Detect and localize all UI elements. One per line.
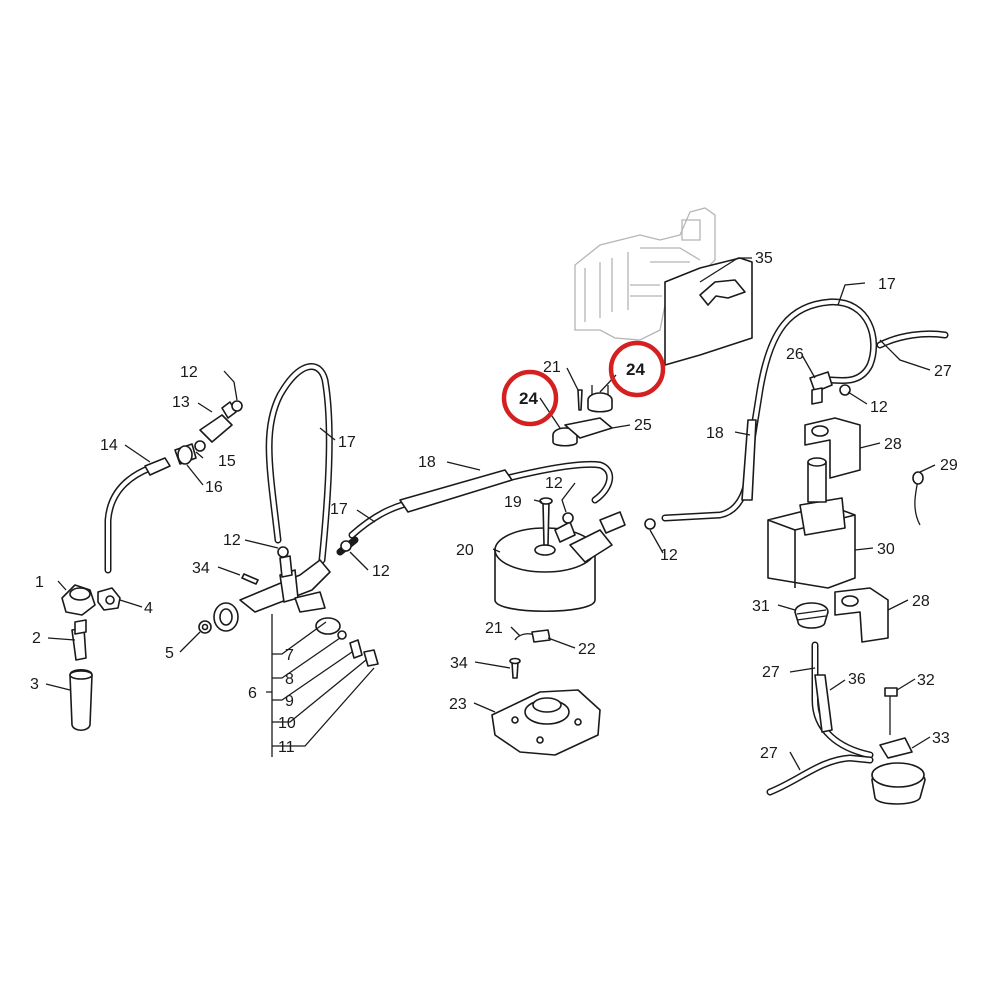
tube-27-top xyxy=(876,330,949,349)
part-16-fitting xyxy=(174,443,197,465)
part-5-washer xyxy=(198,620,212,634)
callout-31: 31 xyxy=(752,598,770,615)
callout-12-boiler-a: 12 xyxy=(545,475,563,492)
part-34-screw-center xyxy=(509,657,521,679)
callout-22: 22 xyxy=(578,641,596,658)
callout-labels: 1 2 3 4 5 6 7 8 9 10 11 12 12 12 12 12 1… xyxy=(30,250,958,762)
part-26-elbow xyxy=(809,371,833,405)
callout-19: 19 xyxy=(504,494,522,511)
part-1-nozzle-knob xyxy=(61,584,96,616)
callout-4: 4 xyxy=(144,600,153,617)
callout-18-center: 18 xyxy=(418,454,436,471)
callout-34-center: 34 xyxy=(450,655,468,672)
callout-24-left: 24 xyxy=(519,389,538,408)
part-24-thermostat-b xyxy=(587,385,613,413)
part-steam-valve-body xyxy=(213,555,331,632)
part-20-boiler xyxy=(494,511,626,613)
tube-14 xyxy=(104,464,154,574)
part-12-oring-boiler-a xyxy=(562,512,574,524)
callout-11: 11 xyxy=(278,739,295,756)
callout-36: 36 xyxy=(848,671,866,688)
tube-18-right xyxy=(661,298,878,522)
callout-27-mid: 27 xyxy=(762,664,780,681)
part-12-oring-right xyxy=(839,384,851,396)
part-29-cable xyxy=(912,471,924,526)
part-12-oring-valve xyxy=(277,546,289,558)
callout-12-boiler-b: 12 xyxy=(660,547,678,564)
callout-28-top: 28 xyxy=(884,436,902,453)
callout-23: 23 xyxy=(449,696,467,713)
part-13-valve-fitting xyxy=(199,401,237,443)
callout-2: 2 xyxy=(32,630,41,647)
callout-7: 7 xyxy=(285,647,294,664)
part-14-hose-end xyxy=(144,457,171,476)
part-6-valve-kit xyxy=(315,617,379,667)
part-12-oring-top-left xyxy=(231,400,243,412)
callout-10: 10 xyxy=(278,715,296,732)
callout-17-left: 17 xyxy=(338,434,356,451)
callout-30: 30 xyxy=(877,541,895,558)
callout-33: 33 xyxy=(932,730,950,747)
tube-18-center xyxy=(348,460,613,539)
callout-8: 8 xyxy=(285,671,294,688)
callout-21-bottom: 21 xyxy=(485,620,503,637)
part-35-shield-plate xyxy=(664,257,753,366)
part-31-spring xyxy=(794,602,829,629)
highlight-circle-24-right xyxy=(608,340,666,398)
callout-12-mid: 12 xyxy=(372,563,390,580)
part-2-spring-clip xyxy=(71,619,87,661)
highlight-rings xyxy=(501,340,666,427)
highlight-circle-24-left xyxy=(501,369,559,427)
part-28-bracket-bottom xyxy=(834,587,889,643)
part-12-oring-mid xyxy=(340,540,352,552)
callout-14: 14 xyxy=(100,437,118,454)
callout-6: 6 xyxy=(248,685,257,702)
callout-24-right: 24 xyxy=(626,360,645,379)
callout-34-left: 34 xyxy=(192,560,210,577)
callout-9: 9 xyxy=(285,693,294,710)
callout-12-valve: 12 xyxy=(223,532,241,549)
callout-32: 32 xyxy=(917,672,935,689)
callout-28-bottom: 28 xyxy=(912,593,930,610)
callout-16: 16 xyxy=(205,479,223,496)
callout-20: 20 xyxy=(456,542,474,559)
part-19-screw xyxy=(539,497,553,546)
part-34-screw-left xyxy=(241,573,259,585)
part-30-pump xyxy=(767,457,856,589)
callout-1: 1 xyxy=(35,574,44,591)
part-4-connector xyxy=(97,587,121,611)
tube-27-lower xyxy=(766,641,874,796)
callout-15: 15 xyxy=(218,453,236,470)
machine-frame-outline xyxy=(574,207,716,341)
callout-17-center: 17 xyxy=(330,501,348,518)
part-28-bracket-top xyxy=(804,417,861,479)
callout-3: 3 xyxy=(30,676,39,693)
callout-25: 25 xyxy=(634,417,652,434)
part-15-oring xyxy=(194,440,206,452)
part-3-tube-sleeve xyxy=(69,668,93,732)
part-22-thermal-fuse xyxy=(514,629,551,643)
callout-29: 29 xyxy=(940,457,958,474)
part-23-base-plate xyxy=(491,689,601,756)
callout-12-top-left: 12 xyxy=(180,364,198,381)
callout-17-right: 17 xyxy=(878,276,896,293)
part-21-screw-top xyxy=(577,389,583,411)
callout-5: 5 xyxy=(165,645,174,662)
leader-lines xyxy=(45,282,936,771)
callout-27-top: 27 xyxy=(934,363,952,380)
callout-21-top: 21 xyxy=(543,359,561,376)
callout-26: 26 xyxy=(786,346,804,363)
part-32-cable xyxy=(884,687,898,735)
callout-18-right: 18 xyxy=(706,425,724,442)
callout-13: 13 xyxy=(172,394,190,411)
tube-17-left xyxy=(265,363,333,564)
callout-27-bottom: 27 xyxy=(760,745,778,762)
callout-12-right: 12 xyxy=(870,399,888,416)
part-12-oring-boiler-b xyxy=(644,518,656,530)
part-33-flowmeter xyxy=(871,737,926,805)
callout-35: 35 xyxy=(755,250,773,267)
